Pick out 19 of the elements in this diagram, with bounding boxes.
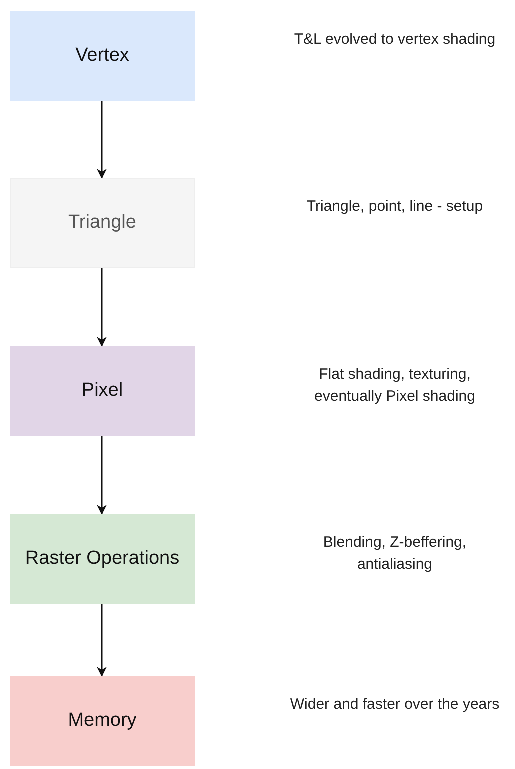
description-text: T&L evolved to vertex shading xyxy=(293,30,497,50)
box-label: Memory xyxy=(67,708,138,733)
process-box xyxy=(10,346,195,436)
description-text: Wider and faster over the years xyxy=(289,695,501,715)
arrow xyxy=(97,436,107,515)
box-label: Raster Operations xyxy=(24,546,181,571)
description-text: Flat shading, texturing, eventually Pixel shading xyxy=(314,365,476,407)
process-box xyxy=(10,11,195,101)
arrow xyxy=(97,604,107,677)
box-label: Vertex xyxy=(74,44,130,68)
description-text: Triangle, point, line - setup xyxy=(306,197,484,217)
box-label: Triangle xyxy=(68,210,138,235)
process-box xyxy=(10,676,195,766)
arrow xyxy=(97,268,107,347)
arrow xyxy=(97,101,107,179)
description-text: Blending, Z-beffering, antialiasing xyxy=(322,533,468,575)
process-box xyxy=(10,178,195,268)
box-label: Pixel xyxy=(80,378,124,403)
process-box xyxy=(10,514,195,604)
